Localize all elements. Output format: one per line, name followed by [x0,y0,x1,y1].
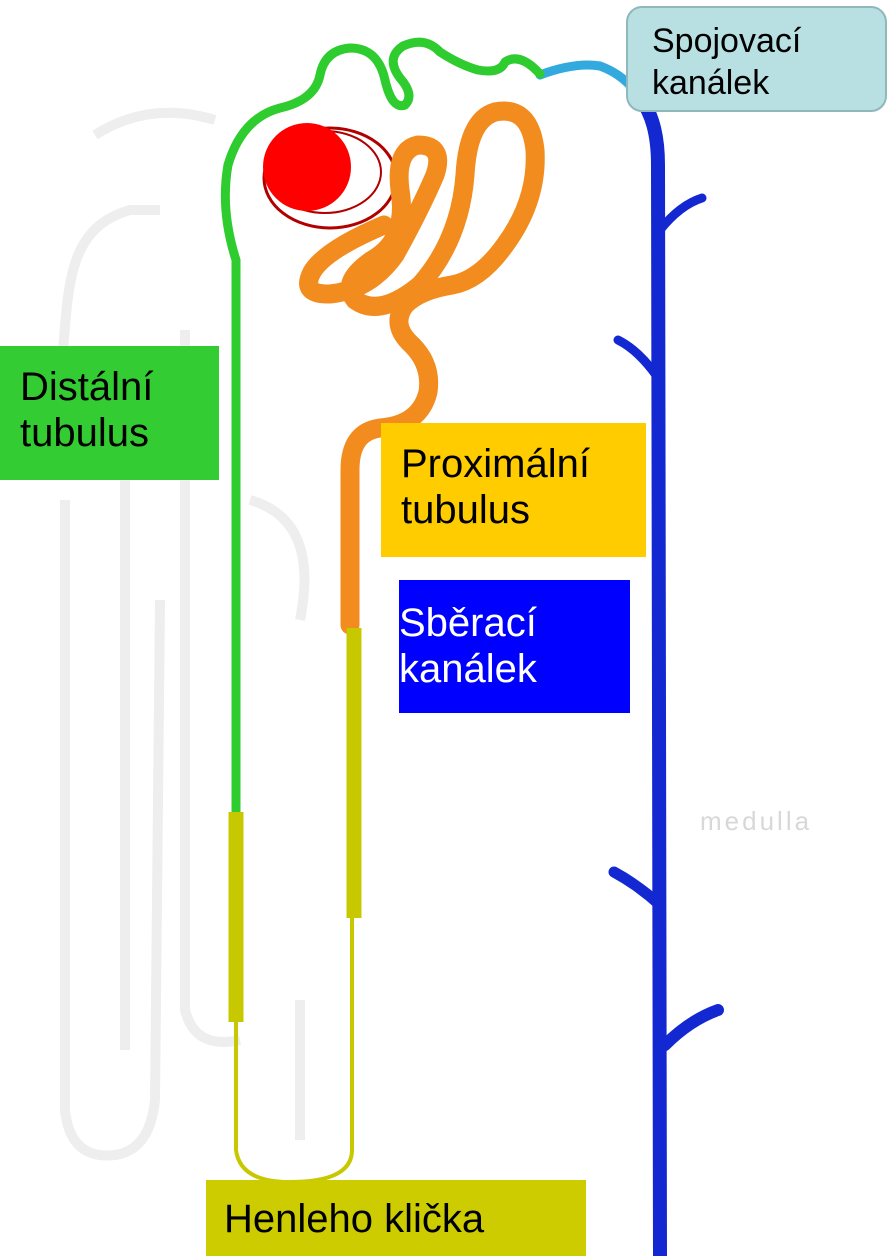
proximal-tubule-label-line1: Proximální [401,442,590,486]
connecting-tubule-label: Spojovací kanálek [626,6,887,112]
proximal-tubule-path [299,101,545,635]
collecting-duct-label: Sběrací kanálek [399,580,630,713]
collecting-duct-label-line2: kanálek [399,647,537,691]
background-outlines [55,107,310,1161]
distal-tubule-label-line2: tubulus [20,411,149,455]
connecting-tubule-label-line1: Spojovací [652,22,802,60]
connecting-tubule-label-line2: kanálek [652,64,770,102]
loop-of-henle-label: Henleho klička [206,1180,586,1256]
distal-tubule-path [220,37,545,817]
connecting-tubule-segment [535,60,645,103]
proximal-tubule-label: Proximální tubulus [381,423,646,557]
watermark-text: medulla [700,806,813,836]
collecting-duct-label-line1: Sběrací [399,601,537,645]
glomerulus [263,123,351,211]
distal-tubule-label: Distální tubulus [0,346,219,480]
proximal-tubule-label-line2: tubulus [401,488,530,532]
distal-tubule-label-line1: Distální [20,365,154,409]
